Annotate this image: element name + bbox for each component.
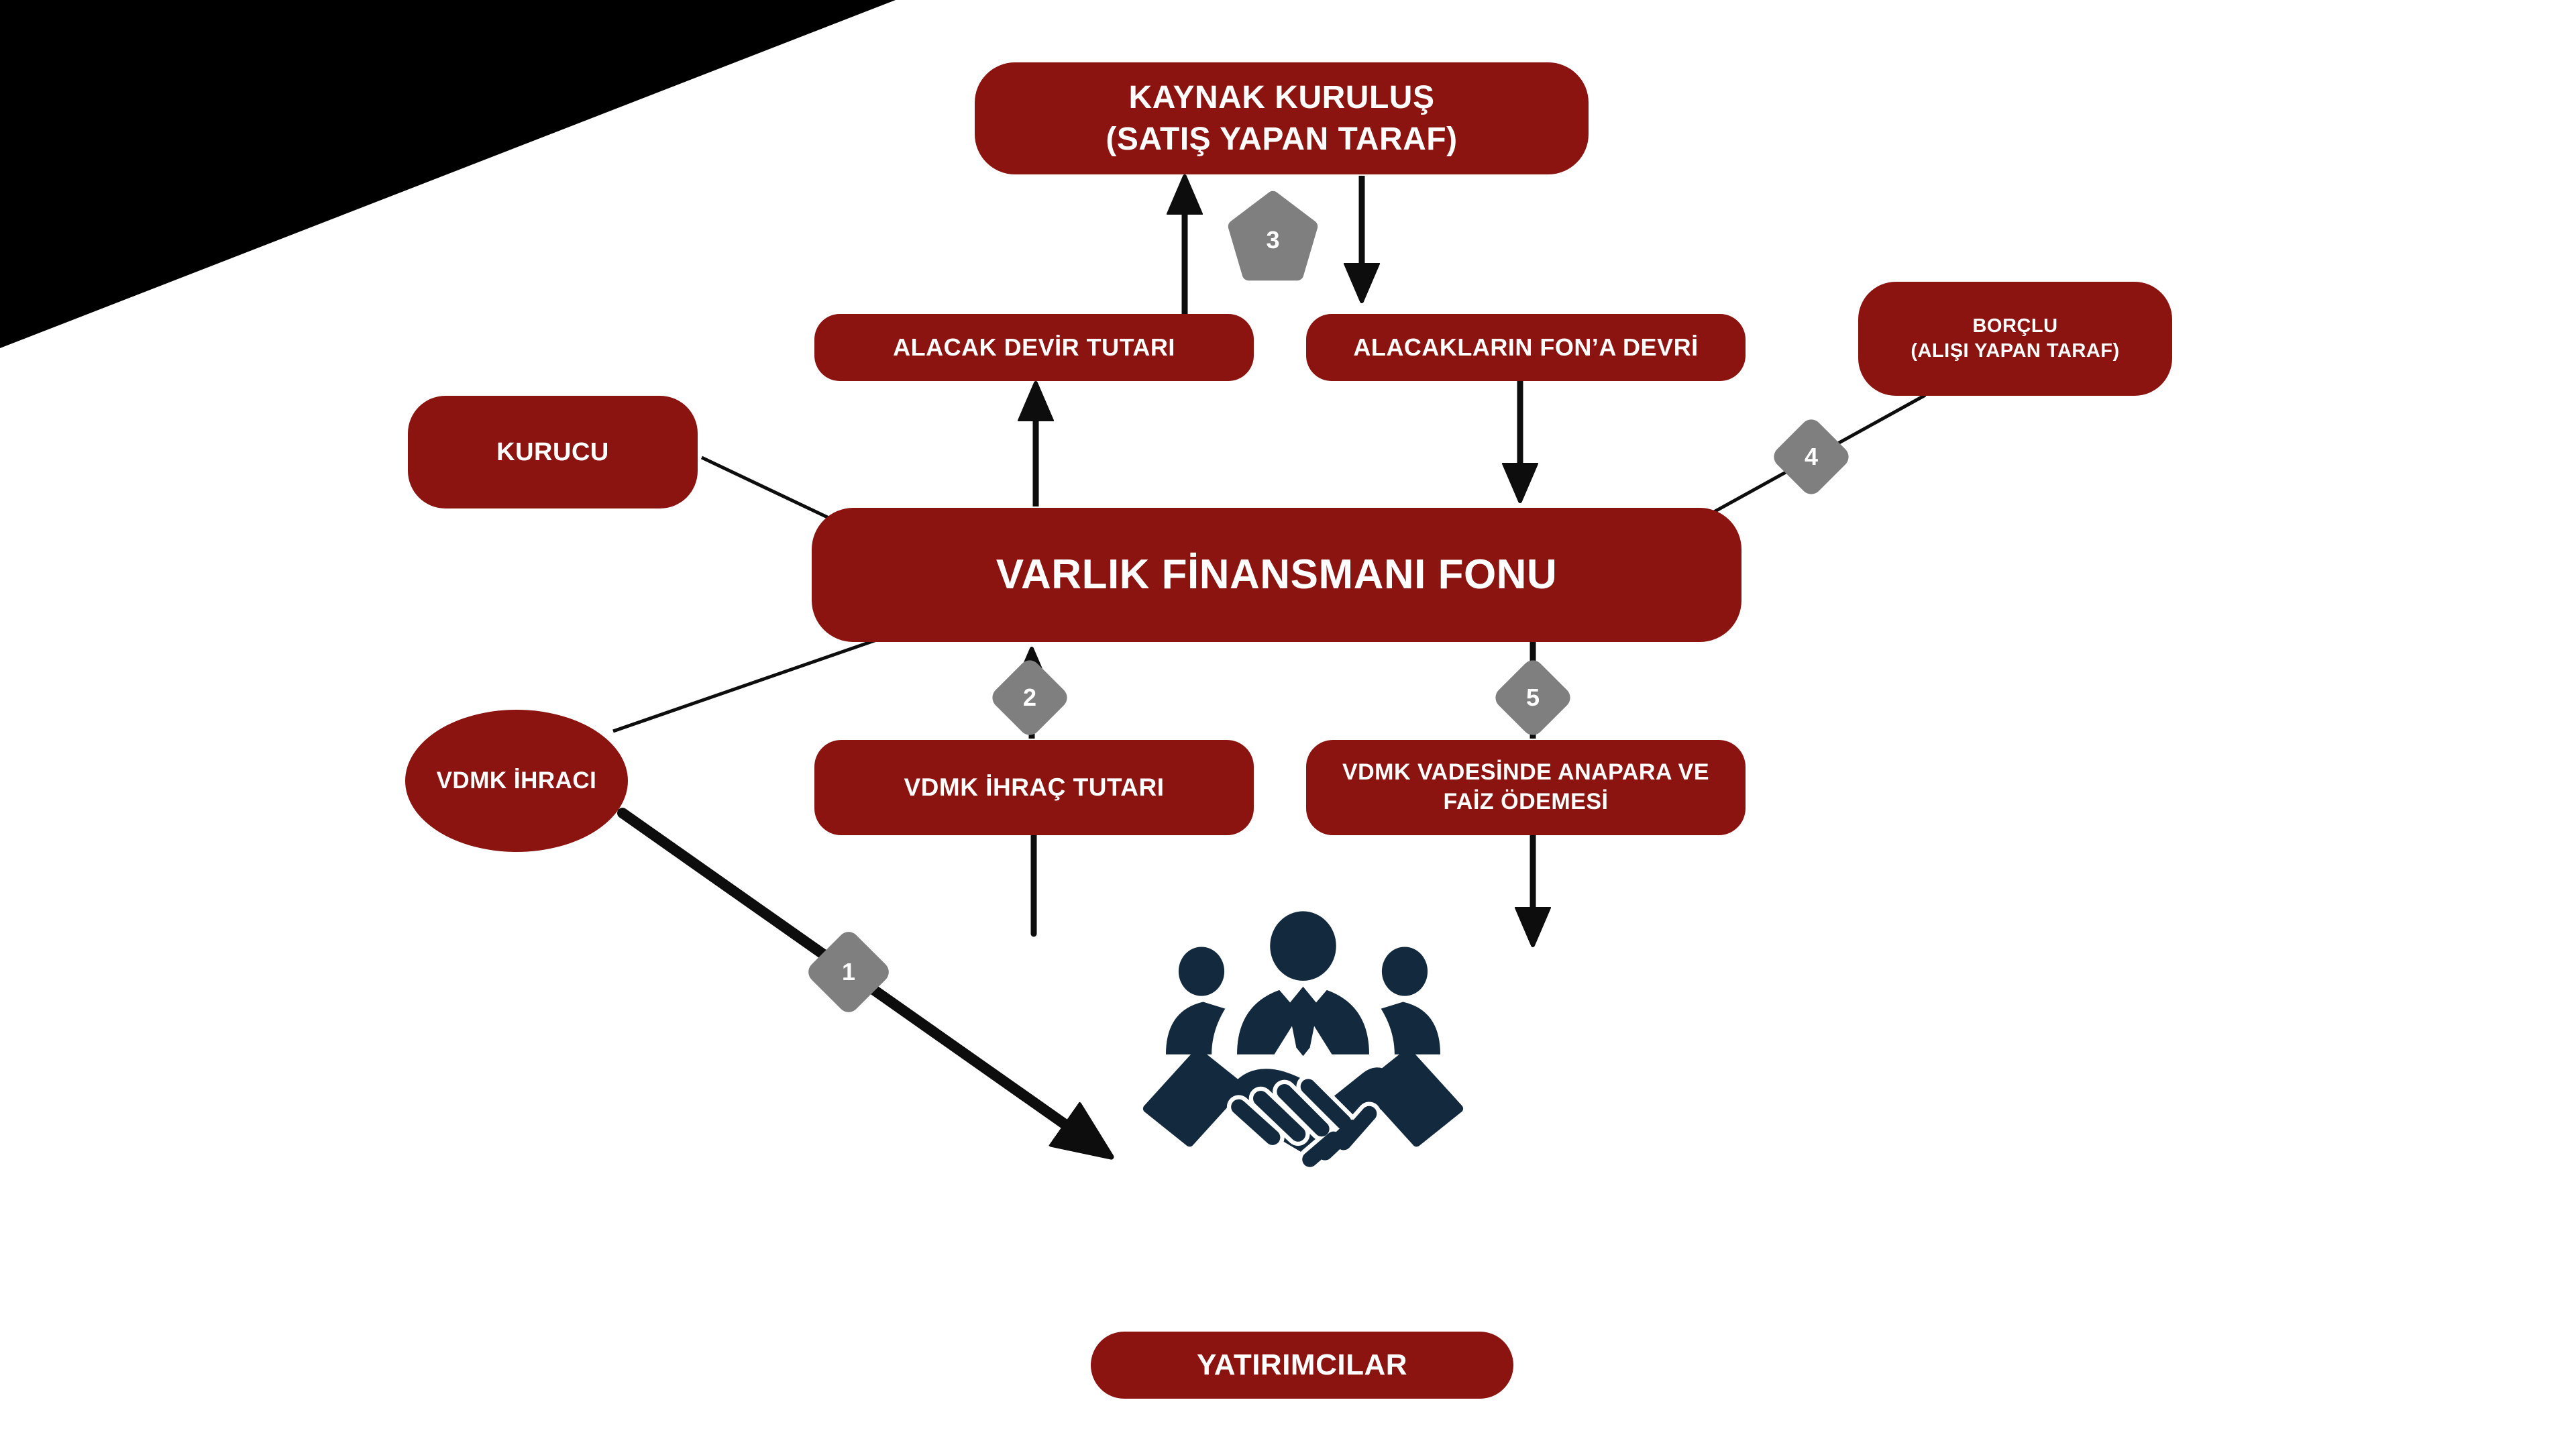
kurucu-label: KURUCU [496,437,609,466]
vdmk-ihraci-label: VDMK İHRACI [436,767,597,794]
node-vdmk-vadesinde-odeme: VDMK VADESİNDE ANAPARA VE FAİZ ÖDEMESİ [1306,740,1746,835]
person-left-head [1178,947,1225,996]
vdmk-ihrac-tutari-label: VDMK İHRAÇ TUTARI [904,773,1165,802]
node-yatirimcilar: YATIRIMCILAR [1091,1332,1513,1399]
vdmk-vadesinde-line1: VDMK VADESİNDE ANAPARA VE [1342,759,1710,786]
node-vdmk-ihrac-tutari: VDMK İHRAÇ TUTARI [814,740,1254,835]
node-kaynak-kurulus: KAYNAK KURULUŞ (SATIŞ YAPAN TARAF) [975,62,1589,174]
step-3-number: 3 [1266,226,1280,254]
person-center-tie [1287,986,1319,1057]
handshake-left-sleeve [1142,1048,1245,1147]
person-left-shoulders [1165,1002,1226,1055]
alacak-devir-tutari-label: ALACAK DEVİR TUTARI [893,333,1175,361]
handshake-fingers [1231,1079,1377,1167]
step-5-number: 5 [1525,684,1540,711]
investors-handshake-icon [1142,911,1464,1171]
step-1-number: 1 [841,958,856,985]
person-center-head [1270,911,1336,981]
node-alacaklarin-fona-devri: ALACAKLARIN FON’A DEVRİ [1306,314,1746,381]
person-right-shoulders [1381,1002,1441,1055]
person-right-head [1381,947,1428,996]
line-vdmk-ihraci-to-varlik [612,636,883,733]
borclu-line1: BORÇLU [1972,315,2058,337]
node-kurucu: KURUCU [408,396,698,508]
vdmk-vadesinde-line2: FAİZ ÖDEMESİ [1443,789,1609,814]
step-2-number: 2 [1022,684,1037,711]
person-center-shoulder-left [1237,989,1300,1055]
node-borclu: BORÇLU (ALIŞI YAPAN TARAF) [1858,282,2172,396]
kaynak-kurulus-line1: KAYNAK KURULUŞ [1128,80,1435,116]
step-marker-3-pentagon: 3 [1226,189,1320,283]
kaynak-kurulus-line2: (SATIŞ YAPAN TARAF) [1106,121,1458,157]
step-4-number: 4 [1804,443,1819,470]
varlik-finansmani-fonu-label: VARLIK FİNANSMANI FONU [996,551,1558,598]
node-varlik-finansmani-fonu: VARLIK FİNANSMANI FONU [812,508,1741,642]
borclu-line2: (ALIŞI YAPAN TARAF) [1911,340,2120,362]
person-center-shoulder-right [1306,989,1369,1055]
node-alacak-devir-tutari: ALACAK DEVİR TUTARI [814,314,1254,381]
node-vdmk-ihraci: VDMK İHRACI [405,710,628,852]
alacaklarin-fona-devri-label: ALACAKLARIN FON’A DEVRİ [1353,333,1699,361]
pentagon-icon [1228,191,1318,281]
corner-decoration-triangle [0,0,896,348]
yatirimcilar-label: YATIRIMCILAR [1197,1348,1407,1381]
